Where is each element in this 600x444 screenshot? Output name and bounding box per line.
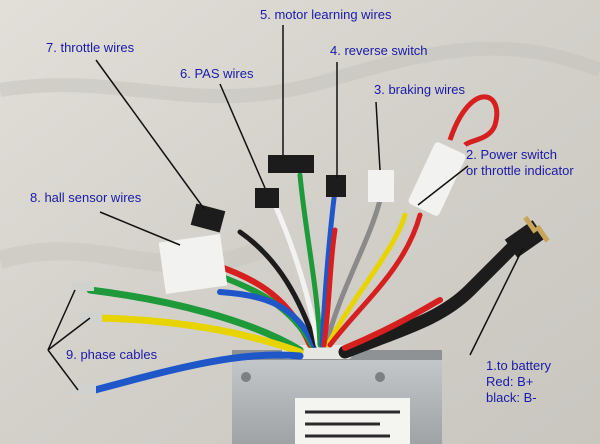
- label-power-switch: 2. Power switch or throttle indicator: [466, 147, 574, 179]
- wire-harness: [212, 172, 423, 348]
- pas-connector: [255, 188, 279, 208]
- label-battery-line3: black: B-: [486, 390, 537, 405]
- label-battery: 1.to battery Red: B+ black: B-: [486, 358, 551, 406]
- label-power-switch-line2: or throttle indicator: [466, 163, 574, 178]
- hall-sensor-connector: [158, 233, 228, 295]
- label-braking-wires: 3. braking wires: [374, 82, 466, 97]
- label-pas-wires: 6. PAS wires: [180, 66, 254, 81]
- battery-cable: [338, 233, 527, 359]
- label-reverse-switch: 4. reverse switch: [330, 43, 428, 58]
- label-power-switch-line1: 2. Power switch: [466, 147, 558, 162]
- marble-vein: [0, 41, 600, 104]
- label-battery-line2: Red: B+: [486, 374, 534, 389]
- pointer-lines: [47, 25, 524, 391]
- label-phase-cables: 9. phase cables: [66, 347, 158, 362]
- phase-connector: [72, 282, 94, 291]
- label-motor-learning-wires: 5. motor learning wires: [260, 7, 392, 22]
- label-battery-line1: 1.to battery: [486, 358, 552, 373]
- phase-cables: [86, 286, 304, 394]
- reverse-connector: [326, 175, 346, 197]
- power-switch-connector: [408, 94, 500, 216]
- battery-plug-pin: [523, 215, 538, 234]
- controller-box: [232, 350, 442, 444]
- throttle-connector: [190, 203, 226, 233]
- label-hall-sensor-wires: 8. hall sensor wires: [30, 190, 142, 205]
- motor-learning-connector: [268, 155, 314, 173]
- label-throttle-wires: 7. throttle wires: [46, 40, 135, 55]
- phase-connector: [80, 313, 102, 322]
- battery-plug-pin: [535, 224, 550, 243]
- phase-connector: [72, 384, 96, 394]
- braking-connector: [368, 170, 394, 202]
